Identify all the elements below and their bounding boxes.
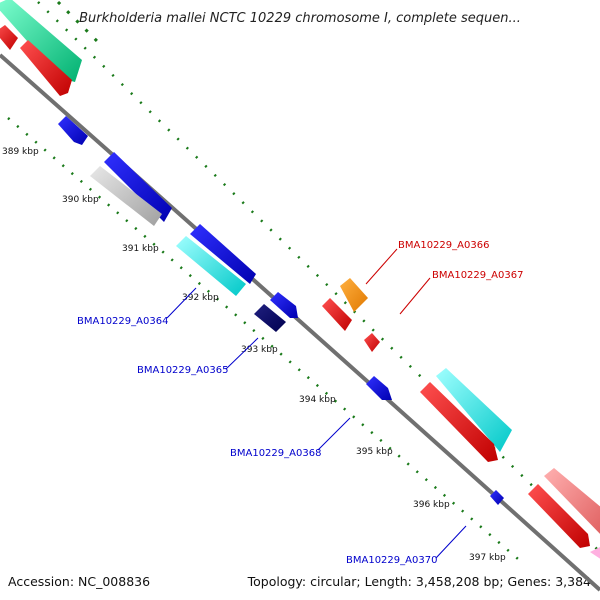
kbp-tick-label: 396 kbp (413, 500, 450, 510)
gene-label-a0364[interactable]: BMA10229_A0364 (77, 316, 168, 327)
gene-feature (366, 376, 392, 400)
outer-features (0, 0, 600, 559)
gene-feature (176, 236, 246, 296)
gene-feature (270, 292, 298, 318)
label-leaders (166, 248, 467, 559)
gene-feature (528, 484, 590, 548)
gene-feature (544, 468, 600, 534)
map-title: Burkholderia mallei NCTC 10229 chromosom… (79, 11, 521, 26)
gene-label-a0367[interactable]: BMA10229_A0367 (432, 270, 523, 281)
kbp-tick-label: 395 kbp (356, 447, 393, 457)
gene-feature (90, 166, 162, 226)
chromosome-backbone (0, 53, 600, 592)
gene-feature (322, 298, 352, 331)
kbp-tick-label: 390 kbp (62, 195, 99, 205)
outer-tick-ring (37, 0, 600, 553)
gene-feature (190, 224, 256, 284)
gene-feature (20, 40, 72, 96)
inner-features (58, 116, 504, 505)
kbp-tick-label: 393 kbp (241, 345, 278, 355)
gene-label-a0368[interactable]: BMA10229_A0368 (230, 448, 321, 459)
gene-feature (420, 382, 498, 462)
kbp-tick-label: 389 kbp (2, 147, 39, 157)
gene-feature (104, 152, 172, 222)
gene-feature (364, 333, 380, 352)
gene-feature (0, 0, 82, 82)
gene-label-a0365[interactable]: BMA10229_A0365 (137, 365, 228, 376)
kbp-tick-label: 392 kbp (182, 293, 219, 303)
kbp-tick-label: 391 kbp (122, 244, 159, 254)
gene-feature (340, 278, 368, 312)
kbp-tick-label: 394 kbp (299, 395, 336, 405)
gene-feature (436, 368, 512, 452)
gene-feature (0, 25, 18, 50)
gene-label-a0370[interactable]: BMA10229_A0370 (346, 555, 437, 566)
gene-feature (590, 547, 600, 559)
gene-feature (254, 304, 286, 332)
kbp-tick-labels: 389 kbp 390 kbp 391 kbp 392 kbp 393 kbp … (2, 147, 506, 563)
sequence-summary: Topology: circular; Length: 3,458,208 bp… (247, 574, 591, 589)
gene-label-a0366[interactable]: BMA10229_A0366 (398, 240, 489, 251)
accession-label: Accession: NC_008836 (8, 574, 150, 589)
gene-labels: BMA10229_A0364 BMA10229_A0365 BMA10229_A… (77, 240, 523, 566)
gene-feature (58, 116, 88, 145)
kbp-tick-label: 397 kbp (469, 553, 506, 563)
inner-tick-ring (7, 117, 526, 566)
gene-feature (490, 490, 504, 505)
